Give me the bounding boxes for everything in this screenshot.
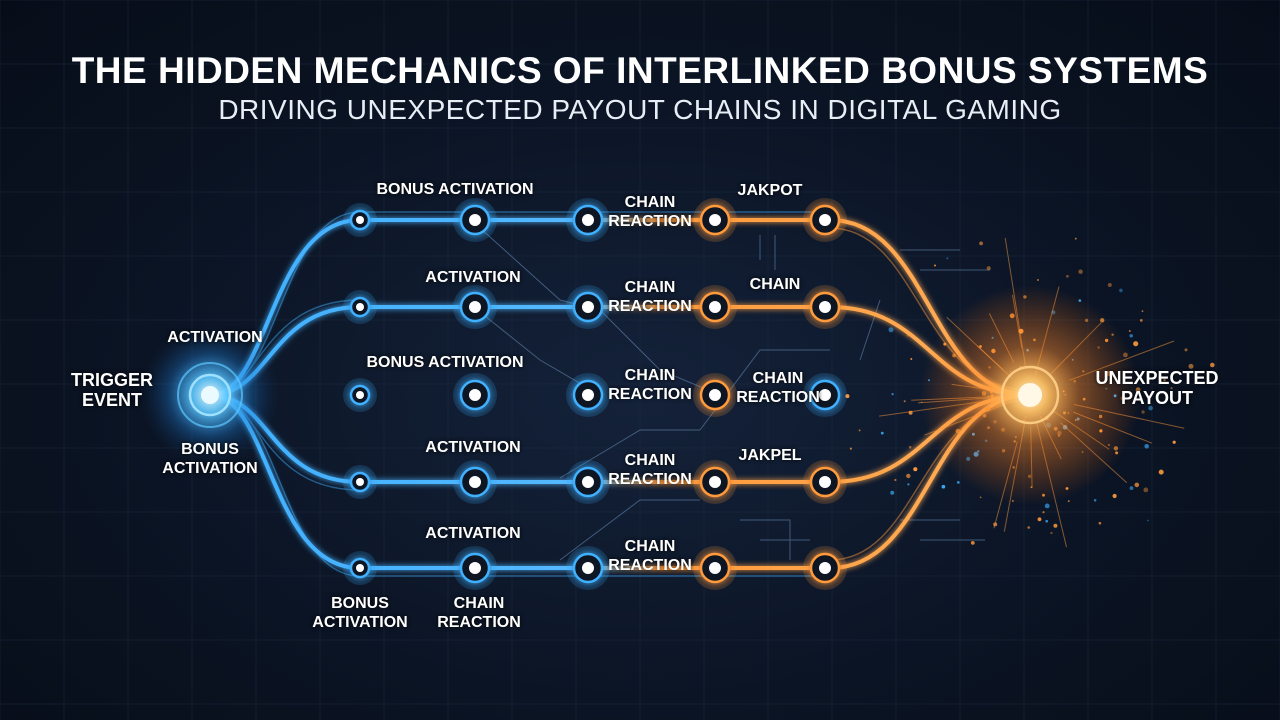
node-r2-c2 — [453, 285, 497, 329]
bottom-activation-label: BONUS ACTIVATION — [312, 595, 408, 631]
node-r2-c4 — [693, 285, 737, 329]
page-title: THE HIDDEN MECHANICS OF INTERLINKED BONU… — [71, 50, 1209, 91]
chain-nodes — [343, 198, 847, 590]
node-r4-c3 — [566, 460, 610, 504]
node-r1-c3 — [566, 198, 610, 242]
node-r5-c1 — [343, 551, 377, 585]
row4-activation-label: ACTIVATION — [425, 439, 521, 456]
node-r3-c3 — [566, 373, 610, 417]
row1-jackpot-label: JAKPOT — [737, 182, 803, 199]
node-r5-c5 — [803, 546, 847, 590]
page-subtitle: DRIVING UNEXPECTED PAYOUT CHAINS IN DIGI… — [218, 94, 1062, 125]
row1-activation-label: BONUS ACTIVATION — [376, 181, 534, 198]
unexpected-payout-label: UNEXPECTED PAYOUT — [1095, 368, 1219, 408]
node-r2-c3 — [566, 285, 610, 329]
node-r1-c5 — [803, 198, 847, 242]
node-r2-c5 — [803, 285, 847, 329]
trigger-ring-outer — [177, 362, 243, 428]
node-r5-c3 — [566, 546, 610, 590]
row4-jakpel-label: JAKPEL — [738, 447, 802, 464]
circuit-traces — [479, 227, 990, 561]
node-r4-c2 — [453, 460, 497, 504]
left-bottom-label: BONUS ACTIVATION — [162, 441, 258, 477]
payout-core — [1018, 383, 1042, 407]
trigger-event-label: TRIGGER EVENT — [70, 370, 153, 410]
row3-chain-reaction-label: CHAIN REACTION — [736, 370, 820, 406]
node-r5-c2 — [453, 546, 497, 590]
node-r1-c2 — [453, 198, 497, 242]
node-r3-c4 — [693, 373, 737, 417]
bottom-chain-label: CHAIN REACTION — [437, 595, 521, 631]
node-r4-c4 — [693, 460, 737, 504]
node-r2-c1 — [343, 290, 377, 324]
node-r4-c1 — [343, 465, 377, 499]
node-r3-c5 — [803, 373, 847, 417]
row1-chain-label: CHAIN REACTION — [608, 194, 692, 230]
trigger-ring-inner — [188, 373, 232, 417]
row2-chain-short-label: CHAIN — [749, 276, 801, 293]
left-top-label: ACTIVATION — [167, 329, 263, 346]
node-r3-c2 — [453, 373, 497, 417]
row5-chain-label: CHAIN REACTION — [608, 538, 692, 574]
node-r3-c1 — [343, 378, 377, 412]
node-r5-c4 — [693, 546, 737, 590]
trigger-core — [201, 386, 219, 404]
row5-activation-label: ACTIVATION — [425, 525, 521, 542]
row3-activation-label: BONUS ACTIVATION — [366, 354, 524, 371]
payout-ring — [1000, 365, 1060, 425]
row2-activation-label: ACTIVATION — [425, 269, 521, 286]
node-r4-c5 — [803, 460, 847, 504]
row3-chain-label: CHAIN REACTION — [608, 367, 692, 403]
node-r1-c4 — [693, 198, 737, 242]
row2-chain-label: CHAIN REACTION — [608, 279, 692, 315]
node-r1-c1 — [343, 203, 377, 237]
row4-chain-label: CHAIN REACTION — [608, 452, 692, 488]
